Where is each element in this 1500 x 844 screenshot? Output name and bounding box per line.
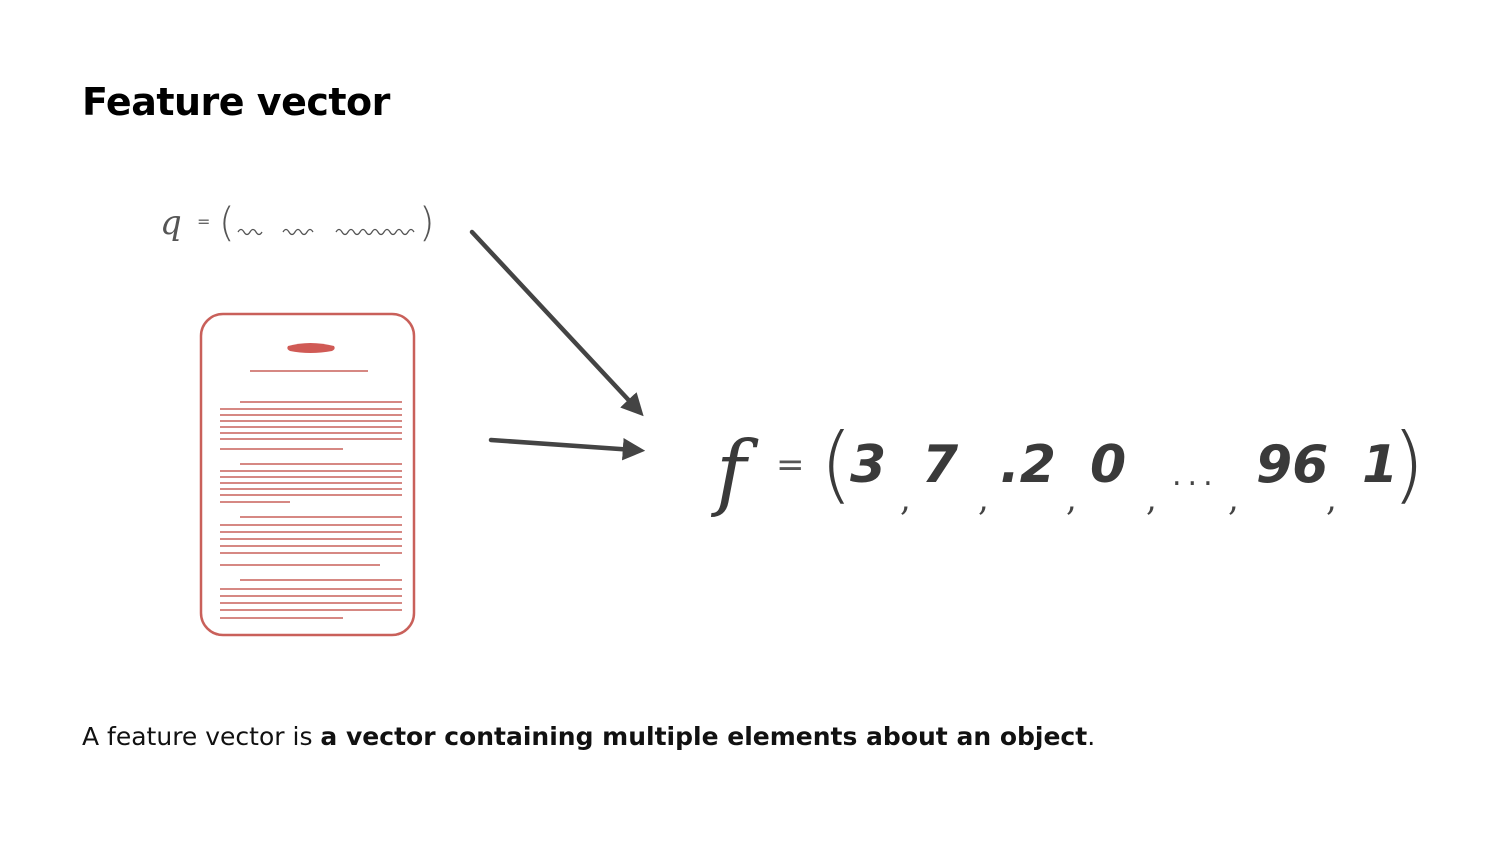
feature-element: ... <box>1172 458 1219 493</box>
feature-separator: , <box>1066 479 1077 519</box>
scribble-word-1 <box>237 228 263 236</box>
arrow-right-icon <box>469 229 644 417</box>
feature-open-paren: ( <box>820 415 853 513</box>
feature-separator: , <box>1326 479 1337 519</box>
query-symbol: q <box>160 203 182 243</box>
page-title: Feature vector <box>82 80 390 124</box>
caption: A feature vector is a vector containing … <box>82 722 1095 751</box>
feature-separator: , <box>1228 479 1239 519</box>
caption-suffix: . <box>1087 722 1096 751</box>
document-header-mark <box>287 343 335 353</box>
feature-equals: = <box>776 445 805 485</box>
feature-separator: , <box>1146 479 1157 519</box>
query-expression: q = ( ) <box>160 200 435 246</box>
arrow-right-icon <box>488 437 646 461</box>
feature-element: .2 <box>1000 435 1056 495</box>
feature-separator: , <box>978 479 989 519</box>
query-close-paren: ) <box>419 200 435 246</box>
feature-separator: , <box>900 479 911 519</box>
feature-element: 3 <box>850 435 886 495</box>
feature-close-paren: ) <box>1392 415 1425 513</box>
feature-element: 0 <box>1090 435 1126 495</box>
query-open-paren: ( <box>219 200 235 246</box>
feature-element: 7 <box>922 435 959 495</box>
caption-emphasis: a vector containing multiple elements ab… <box>320 722 1088 751</box>
caption-prefix: A feature vector is <box>82 722 321 751</box>
scribble-word-3 <box>335 228 415 236</box>
feature-element: 96 <box>1256 435 1328 495</box>
feature-symbol: f <box>710 425 759 520</box>
query-equals: = <box>197 212 210 231</box>
scribble-word-2 <box>282 228 314 236</box>
document-icon <box>199 312 416 637</box>
feature-element: 1 <box>1362 435 1398 495</box>
document-text-lines <box>220 401 402 619</box>
